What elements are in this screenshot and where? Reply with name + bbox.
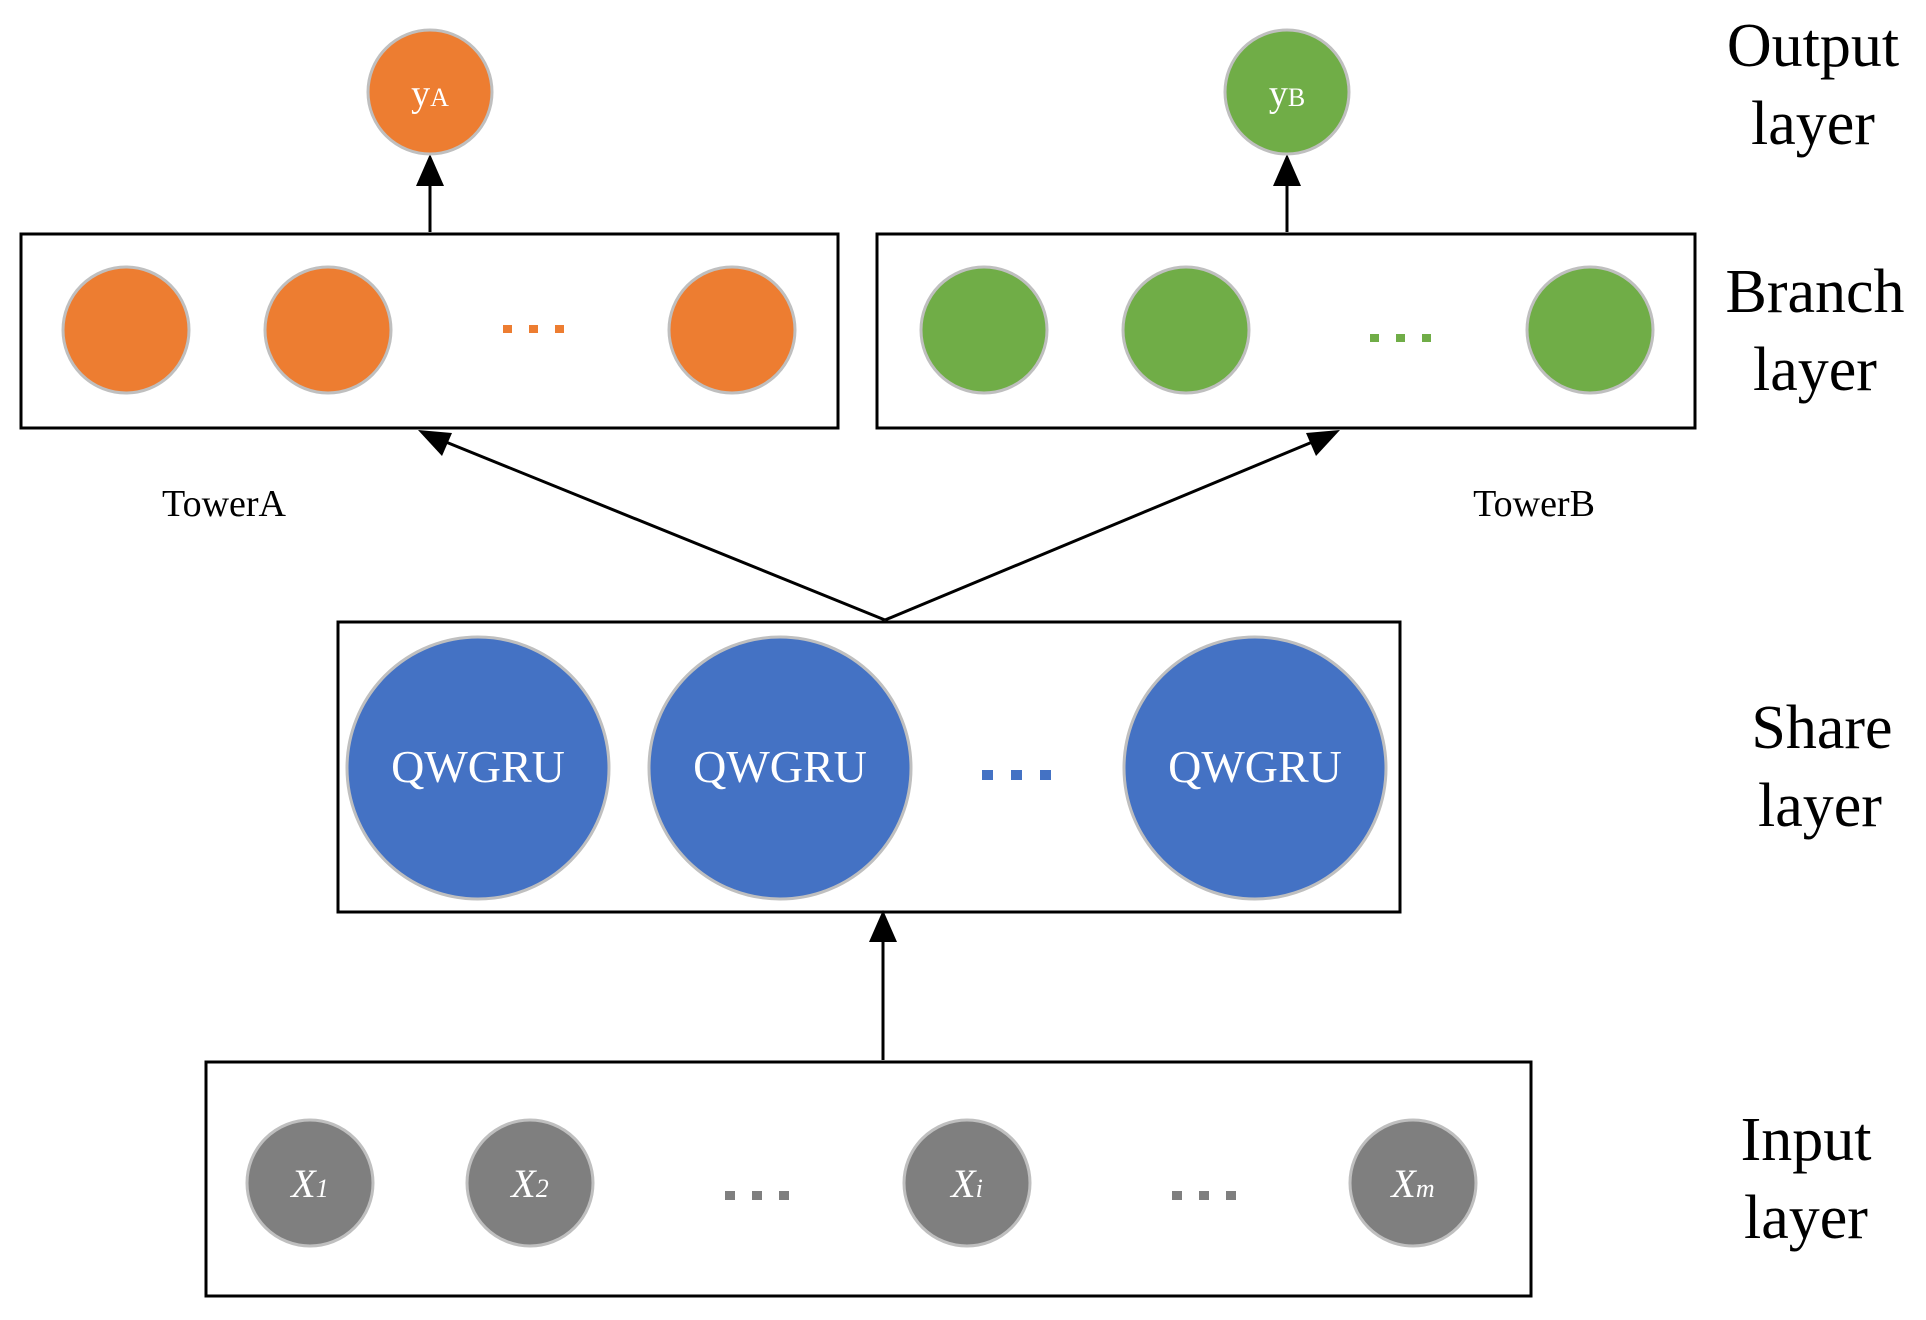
svg-text:yB: yB <box>1269 73 1305 115</box>
share-node: QWGRU <box>647 635 913 901</box>
output-node-a-base: y <box>411 73 430 115</box>
input-node-sub: i <box>976 1174 983 1203</box>
arrowhead-input-to-share <box>869 910 897 942</box>
tower-a-node <box>61 265 191 395</box>
share-ellipsis <box>982 770 1051 780</box>
input-layer-label-line2: layer <box>1744 1184 1868 1252</box>
input-node-base: X <box>949 1161 977 1206</box>
svg-text:X2: X2 <box>509 1161 548 1206</box>
tower-b-node <box>1121 265 1251 395</box>
arrowhead-share-to-tower-a <box>418 430 452 456</box>
input-node: Xm <box>1348 1118 1478 1248</box>
input-node: Xi <box>902 1118 1032 1248</box>
svg-text:Xm: Xm <box>1389 1161 1434 1206</box>
svg-text:Xi: Xi <box>949 1161 983 1206</box>
output-node-b: yB <box>1223 28 1351 156</box>
share-node: QWGRU <box>1122 635 1388 901</box>
branch-layer-label-line2: layer <box>1753 336 1877 404</box>
tower-a-node <box>263 265 393 395</box>
tower-a-box <box>19 232 840 430</box>
tower-b-ellipsis <box>1370 334 1431 342</box>
tower-b-box <box>875 232 1697 430</box>
branch-layer: TowerA TowerB <box>19 232 1697 525</box>
tower-a-node <box>667 265 797 395</box>
input-node-base: X <box>289 1161 317 1206</box>
svg-text:yA: yA <box>411 73 449 115</box>
share-node-label: QWGRU <box>1168 741 1342 792</box>
input-node-base: X <box>1389 1161 1417 1206</box>
branch-layer-label-line1: Branch <box>1725 258 1904 326</box>
input-node-sub: 2 <box>536 1174 549 1203</box>
input-node-sub: 1 <box>316 1174 329 1203</box>
share-layer: QWGRU QWGRU QWGRU <box>336 620 1402 914</box>
input-node: X2 <box>465 1118 595 1248</box>
output-layer: yA yB <box>366 28 1351 156</box>
tower-b-node <box>919 265 1049 395</box>
share-layer-box <box>336 620 1402 914</box>
share-layer-label-line1: Share <box>1751 694 1892 762</box>
tower-a-ellipsis <box>503 325 564 333</box>
arrows <box>416 154 1340 1060</box>
input-layer: X1 X2 Xi Xm <box>204 1060 1533 1298</box>
arrow-share-to-tower-b <box>884 436 1323 622</box>
input-ellipsis <box>1172 1191 1236 1200</box>
svg-text:X1: X1 <box>289 1161 328 1206</box>
input-node-sub: m <box>1416 1174 1435 1203</box>
output-layer-label-line2: layer <box>1751 90 1875 158</box>
share-layer-label-line2: layer <box>1758 772 1882 840</box>
arrow-share-to-tower-a <box>435 436 886 622</box>
input-layer-label-line1: Input <box>1741 1106 1872 1174</box>
output-node-a-sub: A <box>430 83 449 112</box>
share-node: QWGRU <box>345 635 611 901</box>
share-node-label: QWGRU <box>693 741 867 792</box>
tower-b-label: TowerB <box>1473 483 1595 525</box>
input-ellipsis <box>725 1191 789 1200</box>
arrowhead-share-to-tower-b <box>1306 430 1340 456</box>
input-layer-box <box>204 1060 1533 1298</box>
output-node-b-base: y <box>1269 73 1288 115</box>
tower-a-label: TowerA <box>162 483 287 525</box>
arrowhead-tower-a-to-output <box>416 154 444 186</box>
input-node: X1 <box>245 1118 375 1248</box>
output-layer-label-line1: Output <box>1727 12 1899 80</box>
layer-labels: Output layer Branch layer Share layer In… <box>1725 12 1904 1252</box>
input-node-base: X <box>509 1161 537 1206</box>
output-node-a: yA <box>366 28 494 156</box>
arrowhead-tower-b-to-output <box>1273 154 1301 186</box>
share-node-label: QWGRU <box>391 741 565 792</box>
output-node-b-sub: B <box>1288 83 1305 112</box>
tower-b-node <box>1525 265 1655 395</box>
